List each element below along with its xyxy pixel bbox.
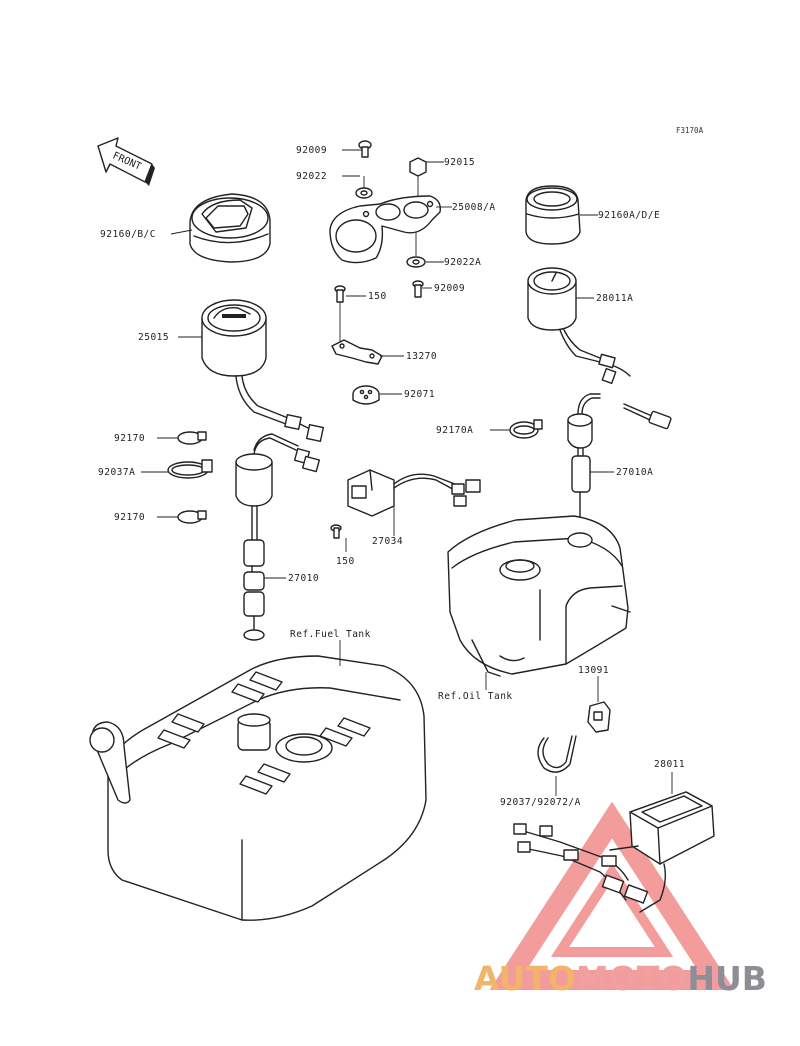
fuel-sender-27010 <box>235 433 321 641</box>
label-92037: 92037/92072/A <box>500 797 581 808</box>
tachometer-cover <box>525 185 581 245</box>
label-92037a: 92037A <box>98 467 136 478</box>
label-92022a: 92022A <box>444 257 482 268</box>
label-ref-oil-tank: Ref.Oil Tank <box>438 691 513 702</box>
label-25015: 25015 <box>138 332 170 343</box>
gauge-28011 <box>513 791 715 913</box>
label-13270: 13270 <box>406 351 438 362</box>
label-28011: 28011 <box>654 759 686 770</box>
label-92009-top: 92009 <box>296 145 328 156</box>
bolt-92009-mid <box>412 280 424 298</box>
label-92160ade: 92160A/D/E <box>598 210 661 221</box>
leader-lines <box>141 149 673 796</box>
gauge-28011a <box>527 267 631 385</box>
label-92022: 92022 <box>296 171 328 182</box>
bracket-13270 <box>331 285 383 365</box>
label-92015: 92015 <box>444 157 476 168</box>
label-27034: 27034 <box>372 536 404 547</box>
bolt-92009-top <box>358 140 372 158</box>
label-92160bc: 92160/B/C <box>100 229 156 240</box>
label-150-top: 150 <box>368 291 387 302</box>
label-92071: 92071 <box>404 389 436 400</box>
fuel-tank <box>89 655 427 921</box>
label-92170-top: 92170 <box>114 433 146 444</box>
watermark-logo: AUTOMOTOHUB <box>474 962 767 995</box>
label-27010a: 27010A <box>616 467 654 478</box>
watermark-auto: AUTO <box>474 959 576 998</box>
washer-92022 <box>355 187 373 199</box>
speedometer-25015 <box>201 299 325 443</box>
figure-code: F3170A <box>676 126 704 135</box>
meter-bracket <box>329 195 441 264</box>
label-92009-mid: 92009 <box>434 283 466 294</box>
label-ref-fuel-tank: Ref.Fuel Tank <box>290 629 371 640</box>
clamp-92170-bottom <box>177 510 207 524</box>
holder-13091 <box>587 701 611 733</box>
watermark-triangle-icon <box>489 801 735 990</box>
label-25008: 25008/A <box>452 202 496 213</box>
watermark-hub: HUB <box>687 959 767 998</box>
nut-92015 <box>409 157 427 177</box>
front-arrow-icon: FRONT <box>97 137 155 186</box>
label-13091: 13091 <box>578 665 610 676</box>
label-92170a: 92170A <box>436 425 474 436</box>
washer-92022a <box>406 256 426 268</box>
label-27010: 27010 <box>288 573 320 584</box>
label-150-bottom: 150 <box>336 556 355 567</box>
unit-27034 <box>330 469 481 539</box>
clamp-92170a <box>509 419 543 439</box>
cable-tie-92037 <box>537 735 577 773</box>
speedometer-cover <box>189 193 271 263</box>
oil-tank <box>447 515 631 677</box>
grommet-92071 <box>352 385 380 405</box>
label-92170-bottom: 92170 <box>114 512 146 523</box>
clamp-92037a <box>167 459 213 479</box>
watermark-moto: MOTO <box>575 959 688 998</box>
label-28011a: 28011A <box>596 293 634 304</box>
clamp-92170-top <box>177 431 207 445</box>
oil-sender-27010a <box>567 393 672 531</box>
